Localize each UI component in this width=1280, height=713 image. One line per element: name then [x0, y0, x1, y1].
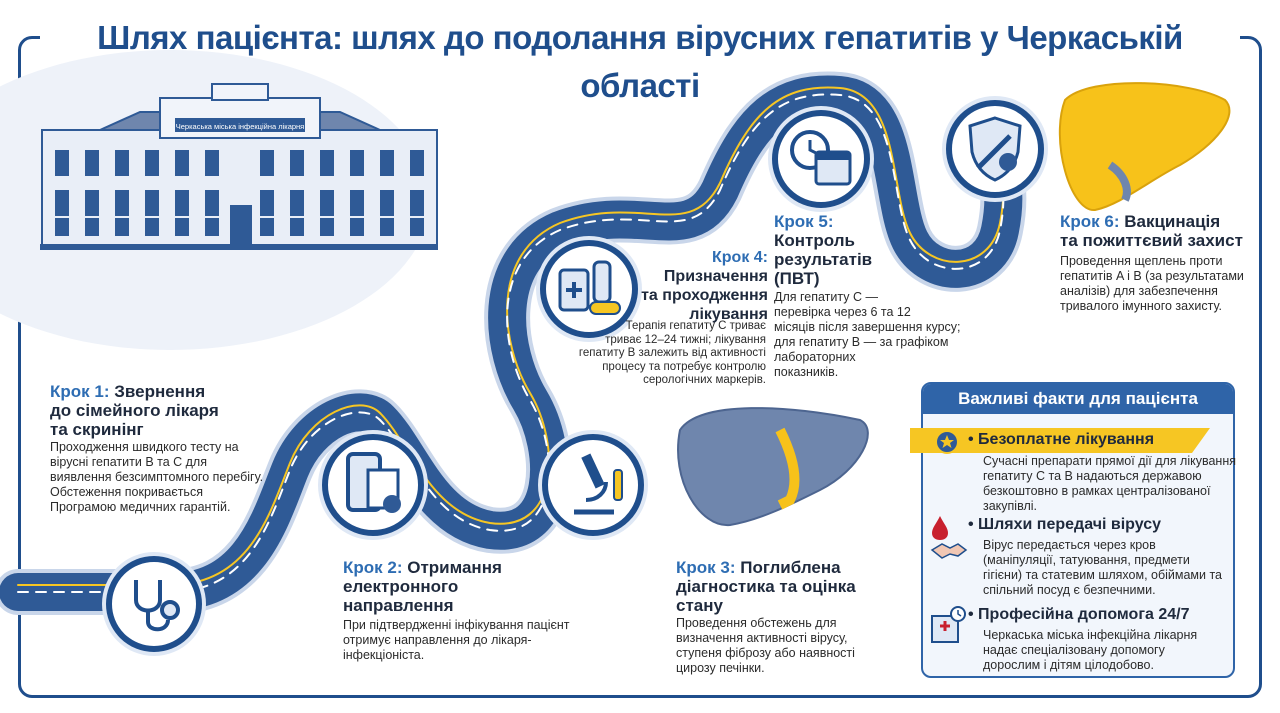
building-window: [115, 150, 129, 176]
building-window: [145, 218, 159, 236]
step6-description: Проведення щеплень проти гепатитів A і B…: [1060, 254, 1244, 313]
step3-keyword: Крок 3:: [676, 558, 736, 577]
building-window: [55, 150, 69, 176]
fact1-title: • Безоплатне лікування: [968, 431, 1155, 448]
free-treatment-highlight: [910, 428, 1210, 453]
winding-road: [0, 71, 1027, 615]
liver-blue-illustration: [677, 407, 869, 527]
step5-title: Крок 5: Контроль результатів (ПВТ): [774, 212, 873, 288]
building-window: [260, 218, 274, 236]
building-window: [205, 150, 219, 176]
step3-description: Проведення обстежень для визначення акти…: [676, 616, 855, 675]
step1-description: Проходження швидкого тесту на вірусні ге…: [50, 440, 264, 514]
e-referral-icon: [346, 452, 401, 513]
building-windows: [55, 150, 424, 236]
step4-icon-circle: [540, 240, 638, 338]
building-window: [350, 150, 364, 176]
building-window: [290, 150, 304, 176]
stethoscope-icon: [134, 580, 180, 632]
building-window: [410, 150, 424, 176]
blood-handshake-icon: [930, 516, 968, 559]
building-window: [350, 190, 364, 216]
building-window: [290, 218, 304, 236]
step5-icon-circle: [772, 110, 870, 208]
building-window: [115, 190, 129, 216]
fact3-title: • Професійна допомога 24/7: [968, 606, 1190, 623]
building-window: [85, 218, 99, 236]
fact1-text: Сучасні препарати прямої дії для лікуван…: [983, 454, 1236, 513]
hospital-icon: [931, 606, 966, 643]
vaccine-shield-icon: [968, 116, 1022, 182]
step4-title: Крок 4: Призначення та проходження лікув…: [641, 249, 768, 323]
building-window: [175, 190, 189, 216]
step1-title-line2: до сімейного лікаря: [50, 401, 219, 420]
medal-icon: [935, 430, 959, 454]
liver-gold-illustration: [1058, 82, 1231, 212]
building-window: [320, 190, 334, 216]
building-window: [380, 218, 394, 236]
step3-icon-circle: [542, 434, 644, 536]
building-window: [85, 190, 99, 216]
step2-icon-circle: [322, 434, 424, 536]
step2-keyword: Крок 2:: [343, 558, 403, 577]
step4-keyword: Крок 4:: [712, 249, 768, 266]
building-window: [175, 218, 189, 236]
step5-keyword: Крок 5:: [774, 212, 834, 231]
building-window: [290, 190, 304, 216]
fact2-title: • Шляхи передачі вірусу: [968, 516, 1162, 533]
fact3-text: Черкаська міська інфекційна лікарня нада…: [983, 628, 1198, 672]
step5-description: Для гепатиту C — перевірка через 6 та 12…: [774, 290, 961, 379]
building-window: [55, 190, 69, 216]
building-window: [175, 150, 189, 176]
microscope-icon: [574, 453, 623, 515]
building-window: [205, 218, 219, 236]
building-window: [145, 150, 159, 176]
building-window: [320, 150, 334, 176]
step1-title: Крок 1: Звернення до сімейного лікаря та…: [50, 382, 219, 439]
step3-title: Крок 3: Поглиблена діагностика та оцінка…: [676, 558, 856, 615]
step4-description: Терапія гепатиту C триває триває 12–24 т…: [578, 320, 766, 386]
building-window: [410, 190, 424, 216]
building-sign: Черкаська міська інфекційна лікарня: [176, 122, 305, 131]
hospital-building: [40, 83, 438, 250]
building-window: [380, 190, 394, 216]
building-window: [55, 218, 69, 236]
step1-title-line3: та скринінг: [50, 420, 144, 439]
facts-header: Важливі факти для пацієнта: [923, 384, 1233, 414]
building-window: [205, 190, 219, 216]
building-window: [380, 150, 394, 176]
medicine-icon: [558, 260, 621, 315]
building-window: [85, 150, 99, 176]
step2-description: При підтвердженні інфікування пацієнт от…: [343, 618, 570, 662]
calendar-clock-icon: [790, 130, 852, 186]
building-window: [320, 218, 334, 236]
step1-title-line1: Звернення: [114, 382, 206, 401]
building-window: [260, 190, 274, 216]
building-window: [410, 218, 424, 236]
step1-keyword: Крок 1:: [50, 382, 110, 401]
building-window: [115, 218, 129, 236]
step6-icon-circle: [946, 100, 1044, 198]
step6-title: Крок 6: Вакцинація та пожиттєвий захист: [1060, 212, 1243, 250]
step1-icon-circle: [106, 556, 202, 652]
step6-keyword: Крок 6:: [1060, 212, 1120, 231]
building-window: [260, 150, 274, 176]
fact2-text: Вірус передається через кров (маніпуляці…: [983, 538, 1223, 597]
step2-title: Крок 2: Отримання електронного направлен…: [343, 558, 502, 615]
building-window: [145, 190, 159, 216]
building-window: [350, 218, 364, 236]
